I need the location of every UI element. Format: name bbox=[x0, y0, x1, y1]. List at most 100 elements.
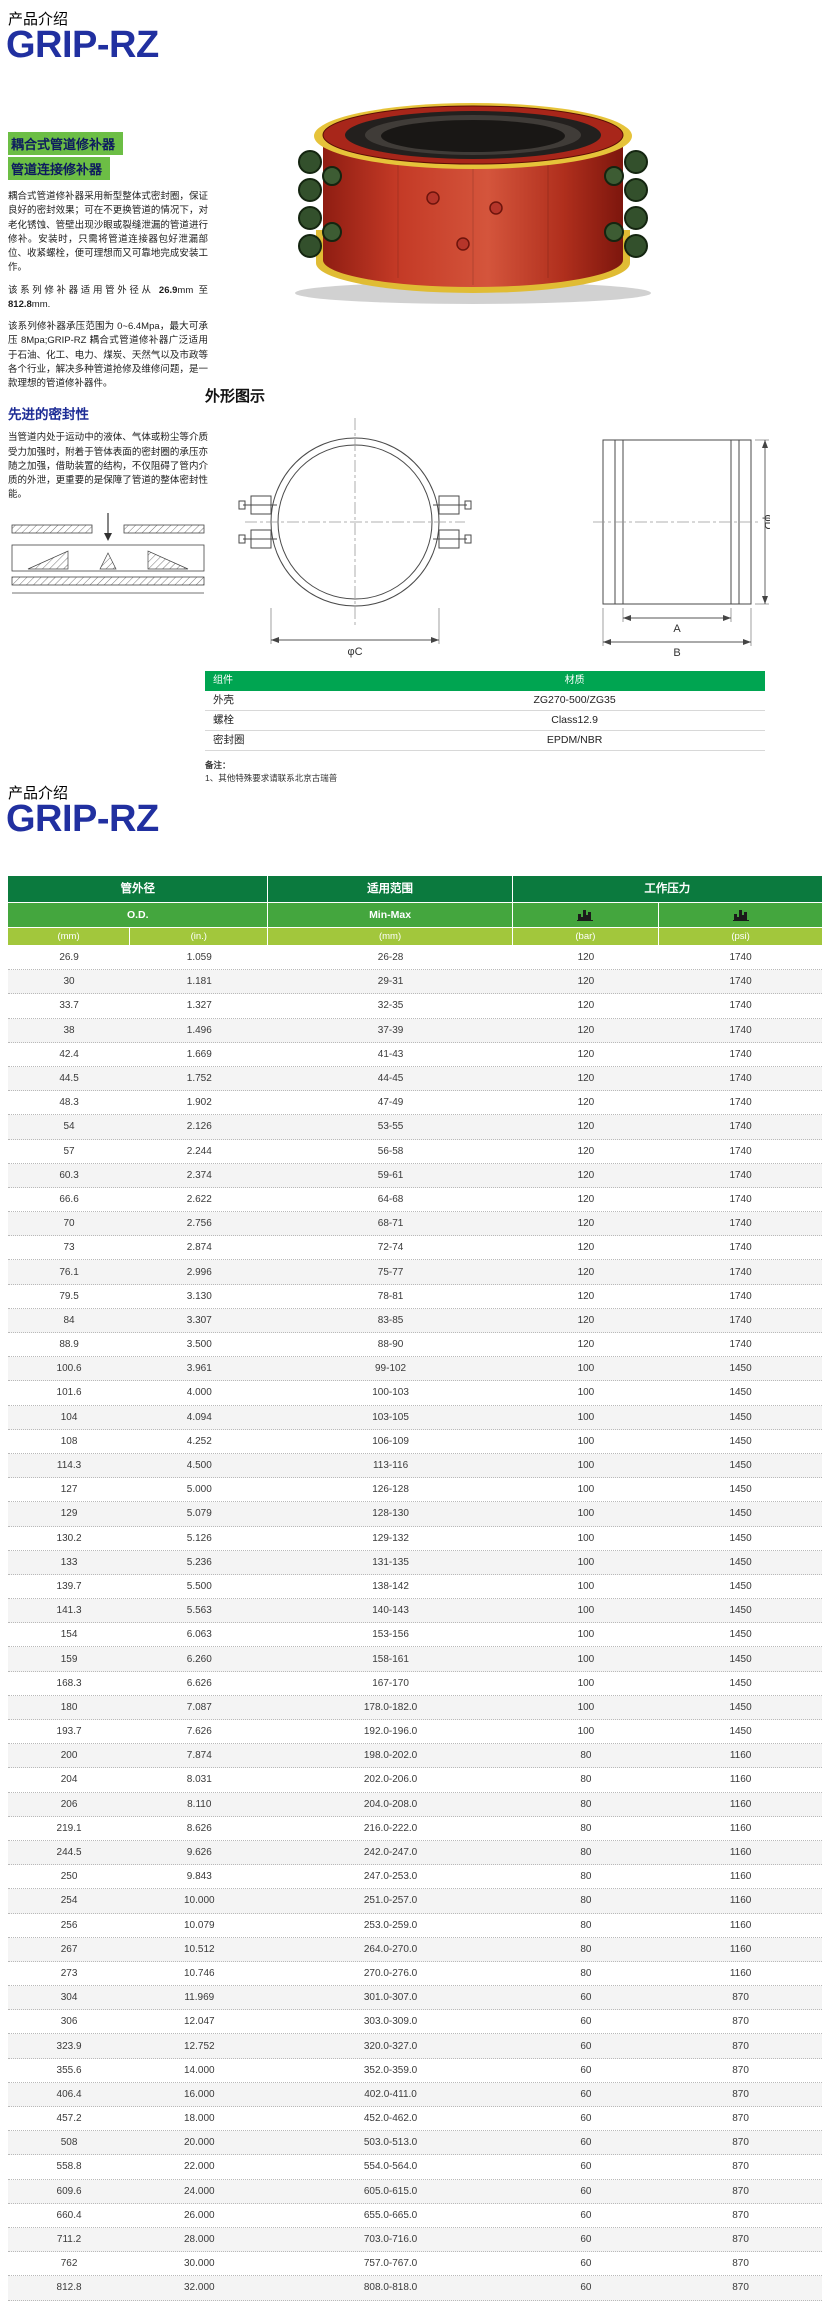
bar-cell: 120 bbox=[577, 1145, 595, 1157]
od-mm-cell: 60.3 bbox=[59, 1169, 79, 1181]
range-cell: 72-74 bbox=[377, 1242, 404, 1254]
bar-cell: 100 bbox=[577, 1508, 595, 1520]
flange-bolts-right bbox=[604, 150, 648, 258]
od-in-cell: 3.500 bbox=[186, 1339, 212, 1351]
technical-drawings: φC A B bbox=[205, 410, 774, 665]
bar-cell: 60 bbox=[580, 2113, 592, 2125]
bar-cell: 120 bbox=[577, 1024, 595, 1036]
spec-row: 323.9 12.752 320.0-327.0 60 870 bbox=[8, 2034, 822, 2059]
intro-paragraph-1: 耦合式管道修补器采用新型整体式密封圈，保证良好的密封效果；可在不更换管道的情况下… bbox=[8, 191, 208, 274]
psi-cell: 1160 bbox=[729, 1967, 752, 1979]
od-in-cell: 24.000 bbox=[183, 2185, 215, 2197]
note-title: 备注： bbox=[205, 760, 231, 770]
material-value: Class12.9 bbox=[551, 714, 598, 726]
sealing-title: 先进的密封性 bbox=[8, 407, 89, 423]
bar-cell: 80 bbox=[580, 1967, 592, 1979]
range-cell: 64-68 bbox=[377, 1193, 404, 1205]
spec-row: 42.4 1.669 41-43 120 1740 bbox=[8, 1043, 822, 1067]
bar-cell: 60 bbox=[580, 2282, 592, 2294]
bar-cell: 60 bbox=[580, 2209, 592, 2221]
psi-cell: 1740 bbox=[729, 1048, 752, 1060]
range-cell: 56-58 bbox=[377, 1145, 404, 1157]
od-in-cell: 5.236 bbox=[186, 1556, 212, 1568]
range-cell: 106-109 bbox=[372, 1435, 409, 1447]
bar-cell: 100 bbox=[577, 1726, 595, 1738]
psi-cell: 1740 bbox=[729, 1290, 752, 1302]
range-cell: 204.0-208.0 bbox=[363, 1798, 418, 1810]
bar-cell: 120 bbox=[577, 1290, 595, 1302]
od-in-cell: 2.374 bbox=[186, 1169, 212, 1181]
spec-row: 100.6 3.961 99-102 100 1450 bbox=[8, 1357, 822, 1382]
range-cell: 757.0-767.0 bbox=[363, 2258, 418, 2270]
od-mm-cell: 193.7 bbox=[56, 1726, 82, 1738]
col-group-pressure: 工作压力 bbox=[644, 883, 691, 895]
col-group-range: 适用范围 bbox=[268, 876, 513, 902]
od-in-cell: 7.874 bbox=[186, 1750, 212, 1762]
spec-row: 154 6.063 153-156 100 1450 bbox=[8, 1623, 822, 1648]
bar-cell: 60 bbox=[580, 2088, 592, 2100]
bar-cell: 60 bbox=[580, 2137, 592, 2149]
bar-cell: 80 bbox=[580, 1798, 592, 1810]
range-cell: 655.0-665.0 bbox=[363, 2209, 418, 2221]
psi-cell: 870 bbox=[732, 2234, 749, 2246]
od-in-cell: 5.079 bbox=[186, 1508, 212, 1520]
spec-row: 48.3 1.902 47-49 120 1740 bbox=[8, 1091, 822, 1116]
range-cell: 554.0-564.0 bbox=[363, 2161, 418, 2173]
spec-row: 609.6 24.000 605.0-615.0 60 870 bbox=[8, 2179, 822, 2204]
psi-cell: 870 bbox=[732, 2113, 749, 2125]
od-in-cell: 3.307 bbox=[186, 1314, 212, 1326]
unit-od-in: (in.) bbox=[130, 928, 269, 945]
psi-cell: 1450 bbox=[729, 1435, 752, 1447]
range-cell: 78-81 bbox=[377, 1290, 404, 1302]
range-cell: 41-43 bbox=[377, 1048, 404, 1060]
od-mm-cell: 44.5 bbox=[59, 1073, 79, 1085]
od-mm-cell: 250 bbox=[60, 1871, 78, 1883]
range-cell: 32-35 bbox=[377, 1000, 404, 1012]
spec-row: 76.1 2.996 75-77 120 1740 bbox=[8, 1260, 822, 1285]
notes: 备注： 1、其他特殊要求请联系北京古瑞普 bbox=[205, 759, 775, 785]
pressure-psi-icon bbox=[659, 903, 822, 927]
od-in-cell: 5.126 bbox=[186, 1532, 212, 1544]
psi-cell: 1450 bbox=[729, 1532, 752, 1544]
spec-row: 84 3.307 83-85 120 1740 bbox=[8, 1308, 822, 1333]
psi-cell: 870 bbox=[732, 2282, 749, 2294]
spec-row: 244.5 9.626 242.0-247.0 80 1160 bbox=[8, 1840, 822, 1866]
od-mm-cell: 108 bbox=[60, 1435, 78, 1447]
psi-cell: 1450 bbox=[729, 1556, 752, 1568]
bar-cell: 120 bbox=[577, 952, 595, 964]
psi-cell: 870 bbox=[732, 2064, 749, 2076]
range-cell: 29-31 bbox=[377, 976, 404, 988]
od-in-cell: 9.843 bbox=[186, 1871, 212, 1883]
bar-cell: 60 bbox=[580, 2185, 592, 2197]
od-in-cell: 4.094 bbox=[186, 1411, 212, 1423]
range-prefix: 该系列修补器适用管外径从 bbox=[8, 284, 159, 296]
spec-row: 26.9 1.059 26-28 120 1740 bbox=[8, 946, 822, 971]
bar-cell: 120 bbox=[577, 1218, 595, 1230]
range-cell: 26-28 bbox=[377, 952, 404, 964]
range-cell: 53-55 bbox=[377, 1121, 404, 1133]
od-in-cell: 2.622 bbox=[186, 1193, 212, 1205]
range-cell: 128-130 bbox=[372, 1508, 409, 1520]
front-flange-left bbox=[238, 495, 277, 549]
od-mm-cell: 133 bbox=[60, 1556, 78, 1568]
range-cell: 251.0-257.0 bbox=[363, 1895, 418, 1907]
spec-row: 306 12.047 303.0-309.0 60 870 bbox=[8, 2010, 822, 2035]
bar-cell: 60 bbox=[580, 2040, 592, 2052]
range-cell: 216.0-222.0 bbox=[363, 1822, 418, 1834]
bar-cell: 60 bbox=[580, 1992, 592, 2004]
spec-row: 406.4 16.000 402.0-411.0 60 870 bbox=[8, 2082, 822, 2107]
range-cell: 59-61 bbox=[377, 1169, 404, 1181]
od-in-cell: 1.181 bbox=[186, 976, 212, 988]
psi-cell: 1740 bbox=[729, 1218, 752, 1230]
od-mm-cell: 254 bbox=[60, 1895, 78, 1907]
pipe-coupling-image bbox=[295, 103, 651, 304]
spec-row: 141.3 5.563 140-143 100 1450 bbox=[8, 1599, 822, 1624]
spec-row: 180 7.087 178.0-182.0 100 1450 bbox=[8, 1695, 822, 1720]
intro-paragraph-3: 该系列修补器承压范围为 0~6.4Mpa，最大可承压 8Mpa;GRIP-RZ … bbox=[8, 321, 208, 389]
od-mm-cell: 84 bbox=[63, 1314, 75, 1326]
od-mm-cell: 54 bbox=[63, 1121, 75, 1133]
od-mm-cell: 457.2 bbox=[56, 2113, 82, 2125]
bar-cell: 120 bbox=[577, 976, 595, 988]
dim-phi-c: φC bbox=[347, 646, 362, 658]
od-in-cell: 8.110 bbox=[187, 1798, 212, 1810]
